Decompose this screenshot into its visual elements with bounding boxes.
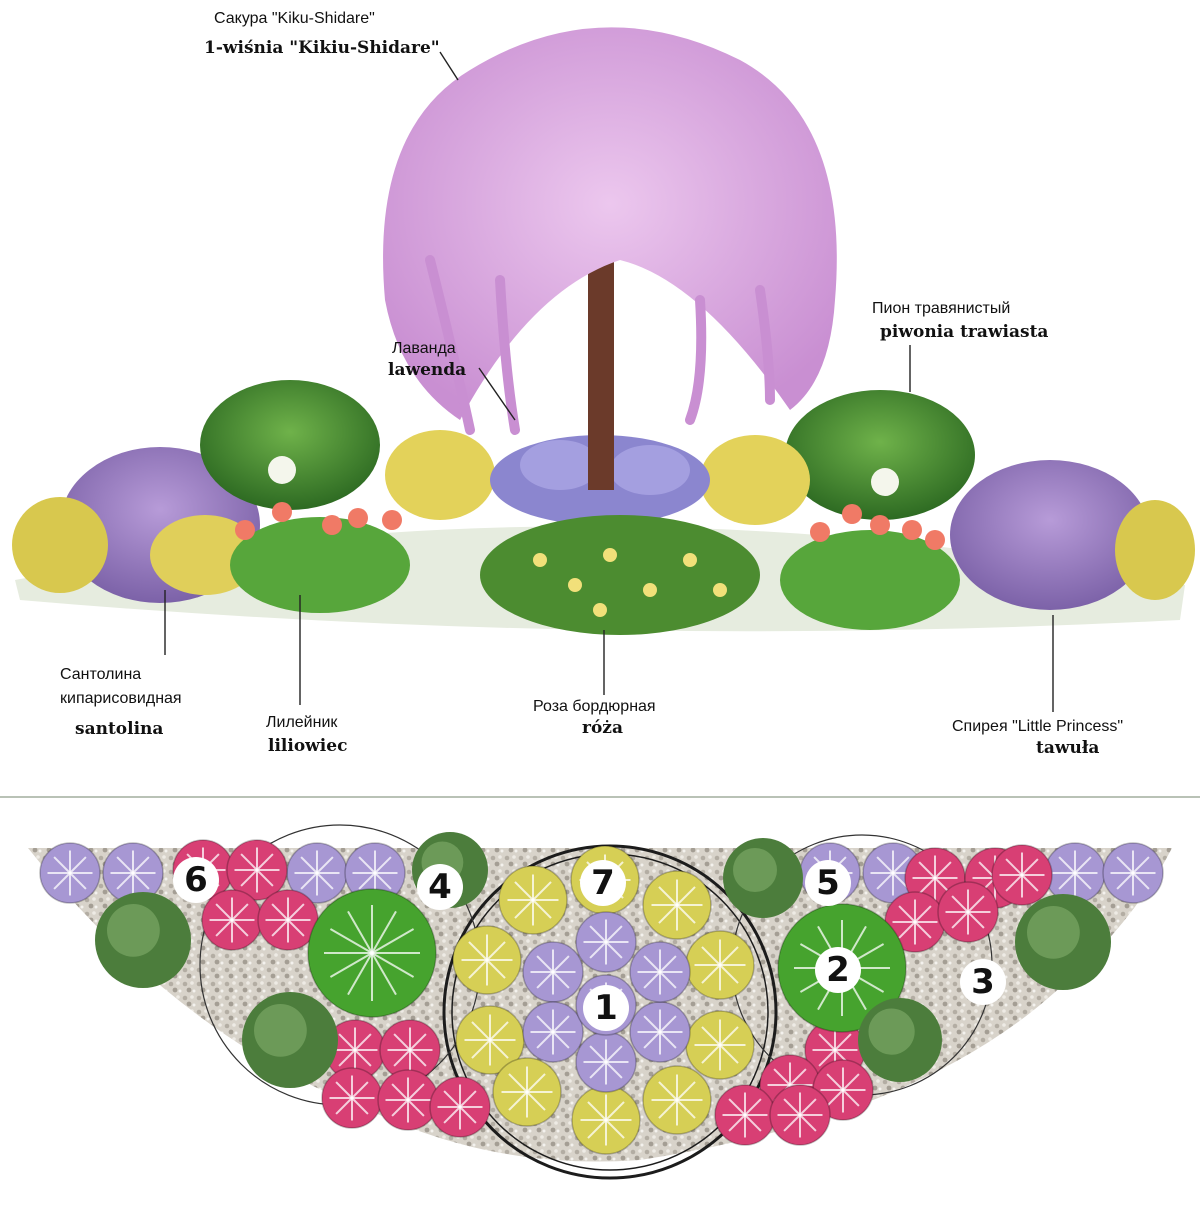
rose-label-pl: róża [582, 718, 623, 738]
peony-left-icon [200, 380, 380, 510]
plan-rose-icon [492, 1057, 562, 1127]
plan-daylily-icon [991, 844, 1053, 906]
plan-lavender-icon [522, 941, 584, 1003]
lavender-label-pl: lawenda [388, 360, 467, 380]
plan-number-4: 4 [417, 864, 463, 910]
plan-number-1: 1 [583, 985, 629, 1031]
daylily-label-ru: Лилейник [266, 714, 338, 731]
plan-lavender-icon [286, 842, 348, 904]
plan-peony-icon [307, 888, 437, 1018]
plan-tree-circle [442, 844, 778, 1180]
plan-daylily-icon [429, 1076, 491, 1138]
elevation-view [12, 27, 1195, 712]
sakura-label-ru: Сакура "Kiku-Shidare" [214, 10, 375, 27]
plan-number-7: 7 [580, 860, 626, 906]
plan-daylily-icon [714, 1084, 776, 1146]
leader-lines [164, 51, 1054, 712]
plan-number-3: 3 [960, 959, 1006, 1005]
daylily-right-icon [780, 504, 960, 630]
plan-daylily-icon [937, 881, 999, 943]
plan-spirea-icon [95, 892, 191, 988]
plan-rose-icon [571, 1085, 641, 1155]
santolina-icon [385, 430, 810, 525]
plan-lavender-icon [1102, 842, 1164, 904]
plan-rose-icon [642, 870, 712, 940]
plan-lavender-icon [522, 1001, 584, 1063]
plan-daylily-icon [379, 1019, 441, 1081]
plan-lavender-icon [575, 1031, 637, 1093]
peony-label-ru: Пион травянистый [872, 300, 1011, 317]
plan-rose-icon [642, 1065, 712, 1135]
plan-rose-icon [498, 865, 568, 935]
plan-daylily-icon [201, 889, 263, 951]
plan-spirea-icon [723, 838, 803, 918]
weeping-cherry-icon [383, 27, 837, 490]
plan-rose-icon [685, 930, 755, 1000]
rose-icon [480, 515, 760, 635]
plan-rose-icon [452, 925, 522, 995]
plan-lavender-icon [629, 1001, 691, 1063]
spirea-label-pl: tawuła [1036, 738, 1100, 758]
plan-rose-icon [685, 1010, 755, 1080]
santolina-label-pl: santolina [75, 719, 164, 739]
spirea-label-ru: Спирея "Little Princess" [952, 718, 1124, 735]
spirea-right-icon [950, 460, 1195, 610]
rose-label-ru: Роза бордюрная [533, 698, 656, 715]
peony-label-pl: piwonia trawiasta [880, 322, 1049, 342]
plan-daylily-icon [884, 891, 946, 953]
plan-daylily-icon [226, 839, 288, 901]
plan-daylily-icon [321, 1067, 383, 1129]
spirea-left-icon [12, 447, 260, 603]
sakura-label-pl: 1-wiśnia "Kikiu-Shidare" [204, 38, 440, 58]
plan-spirea-icon [1015, 894, 1111, 990]
plan-lavender-icon [102, 842, 164, 904]
plan-lavender-icon [1044, 842, 1106, 904]
daylily-label-pl: liliowiec [268, 736, 348, 756]
peony-right-icon [785, 390, 975, 520]
daylily-left-icon [230, 502, 410, 613]
lavender-label-ru: Лаванда [392, 340, 456, 357]
plan-daylily-icon [769, 1084, 831, 1146]
plan-spirea-icon [242, 992, 338, 1088]
santolina-label-ru-1: Сантолина [60, 666, 142, 683]
plan-number-2: 2 [815, 947, 861, 993]
plan-rose-icon [455, 1005, 525, 1075]
plan-lavender-icon [39, 842, 101, 904]
plan-lavender-icon [629, 941, 691, 1003]
santolina-label-ru-2: кипарисовидная [60, 690, 182, 707]
plan-lavender-icon [575, 911, 637, 973]
plan-spirea-icon [858, 998, 942, 1082]
plan-number-5: 5 [805, 860, 851, 906]
plan-daylily-icon [377, 1069, 439, 1131]
plan-number-6: 6 [173, 857, 219, 903]
section-divider [0, 796, 1200, 798]
